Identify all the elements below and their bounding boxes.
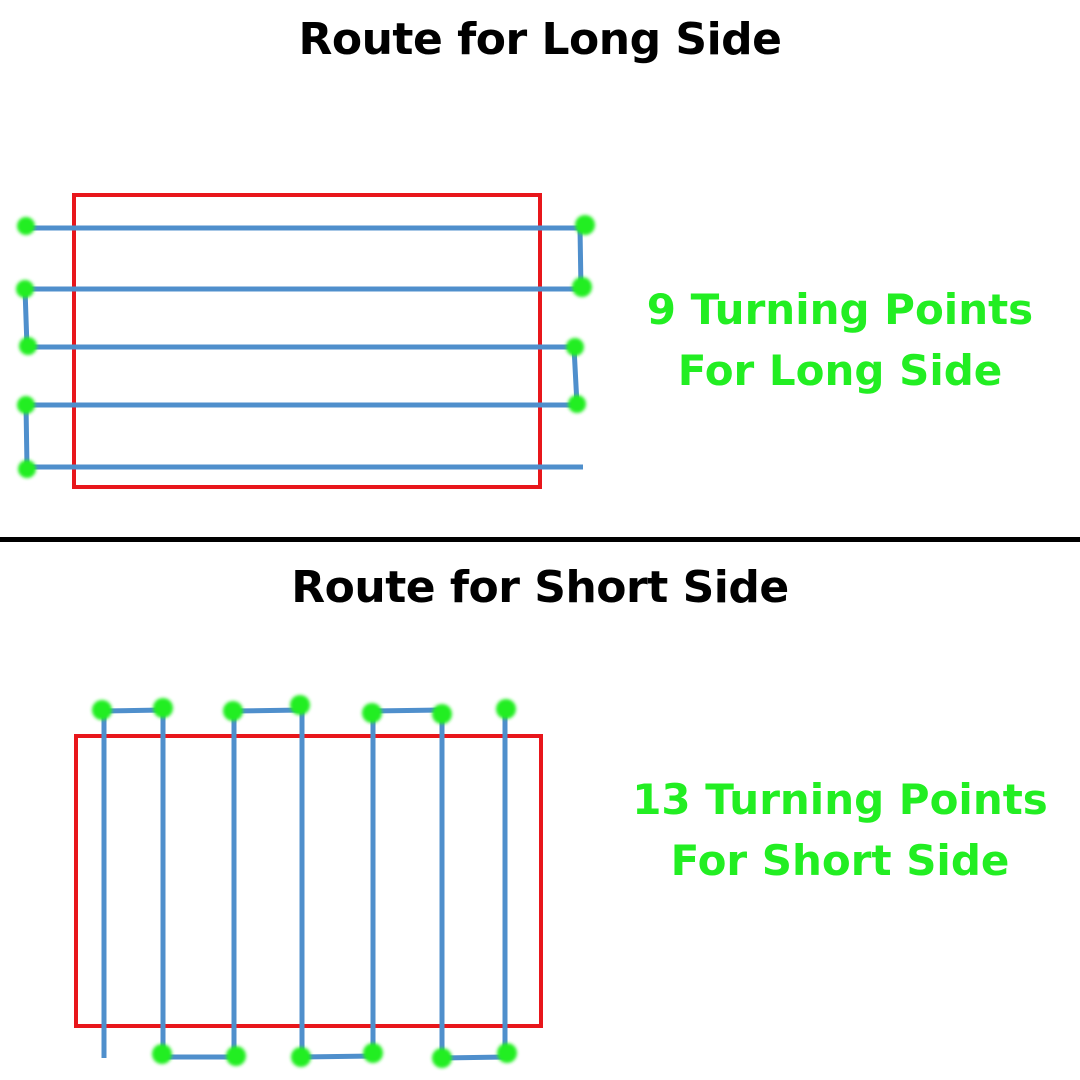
- turning-point: [17, 396, 35, 414]
- turning-point: [153, 698, 173, 718]
- turning-point: [152, 1044, 172, 1064]
- long-side-turning-points: [16, 215, 595, 478]
- long-side-title: Route for Long Side: [298, 14, 782, 65]
- turning-point: [572, 277, 592, 297]
- turning-point: [568, 395, 586, 413]
- turning-point: [19, 337, 37, 355]
- short-side-route-path: [101, 707, 508, 1061]
- turning-point: [17, 217, 35, 235]
- long-side-label-line2: For Long Side: [677, 346, 1003, 395]
- turning-point: [290, 695, 310, 715]
- long-side-turning-points-label: 9 Turning Points For Long Side: [620, 279, 1060, 401]
- turning-point: [575, 215, 595, 235]
- short-side-diagram: [74, 695, 543, 1068]
- turning-point: [226, 1046, 246, 1066]
- short-side-title: Route for Short Side: [291, 562, 789, 613]
- turning-point: [291, 1047, 311, 1067]
- turning-point: [223, 701, 243, 721]
- short-side-field-outline: [74, 734, 543, 1028]
- long-side-label-line1: 9 Turning Points: [646, 285, 1034, 334]
- short-side-label-line2: For Short Side: [670, 836, 1010, 885]
- short-side-label-line1: 13 Turning Points: [632, 775, 1048, 824]
- long-side-field-outline: [72, 193, 542, 489]
- turning-point: [92, 700, 112, 720]
- short-side-turning-points-label: 13 Turning Points For Short Side: [620, 769, 1060, 891]
- short-side-turning-points: [92, 695, 517, 1068]
- long-side-diagram: [16, 193, 595, 489]
- turning-point: [362, 703, 382, 723]
- turning-point: [18, 460, 36, 478]
- turning-point: [496, 699, 516, 719]
- turning-point: [432, 704, 452, 724]
- turning-point: [16, 280, 34, 298]
- turning-point: [566, 338, 584, 356]
- turning-point: [432, 1048, 452, 1068]
- section-divider: [0, 537, 1080, 542]
- turning-point: [363, 1043, 383, 1063]
- long-side-route-path: [22, 225, 584, 470]
- turning-point: [497, 1043, 517, 1063]
